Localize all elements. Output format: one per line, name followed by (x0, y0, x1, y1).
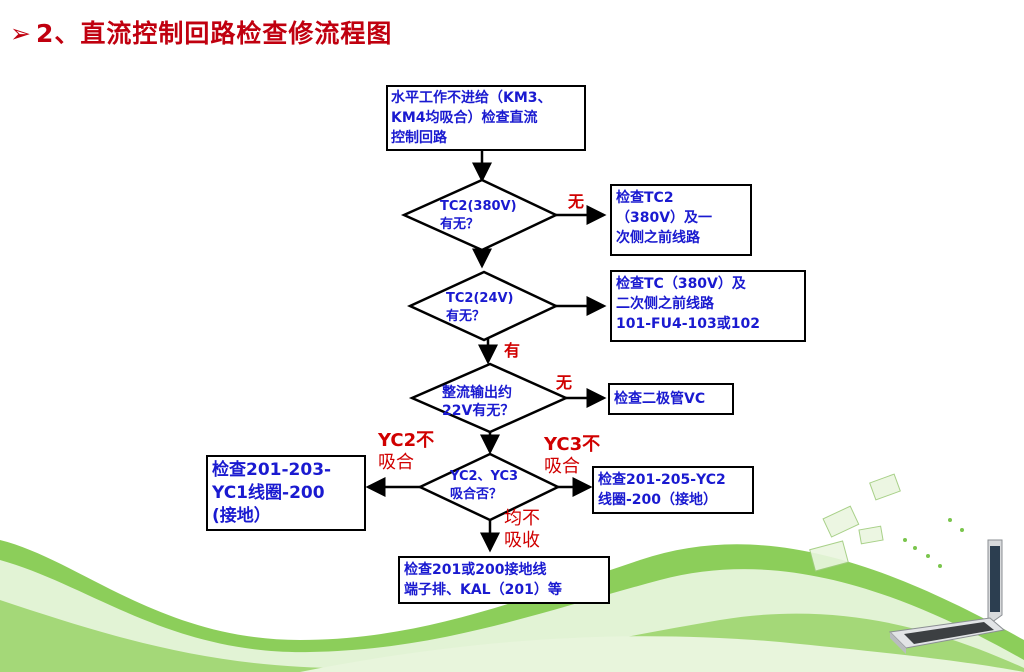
label-no-3: 无 (556, 373, 573, 392)
result-box-tc2-380v: 检查TC2 （380V）及一 次侧之前线路 (610, 184, 752, 256)
decision-tc2-24v (407, 270, 559, 342)
label-yc3-not-engaged: YC3不 吸合 (544, 434, 601, 477)
label-both-not-engaged: 均不 吸收 (504, 508, 540, 551)
label-yes-2: 有 (504, 341, 521, 360)
label-yc2-not-engaged: YC2不 吸合 (378, 430, 435, 473)
title-text: 2、直流控制回路检查修流程图 (35, 19, 393, 48)
decision-rectifier-22v (408, 362, 570, 434)
result-box-diode: 检查二极管VC (608, 383, 734, 415)
decision-tc2-380v (400, 178, 559, 252)
decision-yc2-yc3 (417, 452, 561, 522)
decision-2-text: TC2(24V) 有无？ (446, 291, 514, 324)
bullet-arrow-icon: ➢ (10, 19, 32, 48)
result-box-yc1-coil: 检查201-203- YC1线圈-200 (接地） (206, 455, 366, 531)
result-box-yc2-coil: 检查201-205-YC2 线圈-200（接地） (592, 466, 754, 514)
green-wave-background (0, 540, 1024, 672)
start-line-2: KM4均吸合）检查直流 (391, 110, 538, 126)
start-box: 水平工作不进给（KM3、 KM4均吸合）检查直流 控制回路 (386, 85, 586, 151)
flow-connectors (365, 149, 607, 553)
start-line-1: 水平工作不进给（KM3、 (391, 90, 552, 106)
laptop-decoration-icon (809, 473, 1006, 654)
start-line-3: 控制回路 (391, 130, 447, 146)
result-box-tc-380v: 检查TC（380V）及 二次侧之前线路 101-FU4-103或102 (610, 270, 806, 342)
decision-3-text: 整流输出约 22V有无？ (442, 385, 515, 419)
label-no-1: 无 (568, 192, 585, 211)
decision-4-text: YC2、YC3 吸合否？ (450, 469, 519, 502)
result-box-ground-wire: 检查201或200接地线 端子排、KAL（201）等 (398, 556, 610, 604)
page-title: ➢2、直流控制回路检查修流程图 (10, 14, 392, 50)
decision-1-text: TC2(380V) 有无？ (440, 199, 517, 232)
